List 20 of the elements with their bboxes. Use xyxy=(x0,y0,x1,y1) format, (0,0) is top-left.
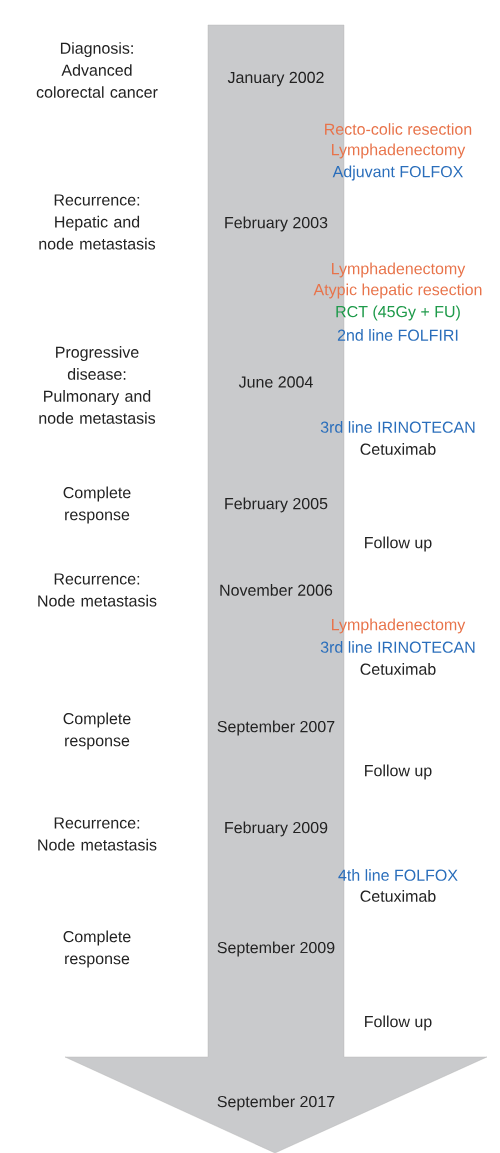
treatment-label: Cetuximab xyxy=(360,890,436,902)
treatment-label: Recto-colic resection xyxy=(325,123,472,135)
event-label: Complete response xyxy=(63,712,131,750)
event-label: Complete response xyxy=(63,930,131,968)
treatment-label: 3rd line IRINOTECAN xyxy=(320,421,475,433)
treatment-label: 2nd line FOLFIRI xyxy=(337,329,458,341)
treatment-label: Atypic hepatic resection xyxy=(313,283,482,299)
treatment-label: Follow up xyxy=(365,1015,432,1031)
treatment-label: Cetuximab xyxy=(360,443,436,455)
treatment-label: 4th line FOLFOX xyxy=(338,869,458,881)
treatment-label: Follow up xyxy=(365,536,432,552)
treatment-label: Adjuvant FOLFOX xyxy=(332,165,463,181)
treatment-label: Cetuximab xyxy=(360,663,436,675)
treatment-label: Lymphadenectomy xyxy=(332,262,466,278)
treatment-label: RCT (45Gy + FU) xyxy=(336,305,460,321)
treatment-label: Lymphadenectomy xyxy=(332,618,466,634)
treatment-label: Lymphadenectomy xyxy=(332,143,466,159)
treatment-label: 3rd line IRINOTECAN xyxy=(320,641,475,653)
treatment-label: Follow up xyxy=(365,764,432,780)
event-label: Complete response xyxy=(63,486,131,524)
